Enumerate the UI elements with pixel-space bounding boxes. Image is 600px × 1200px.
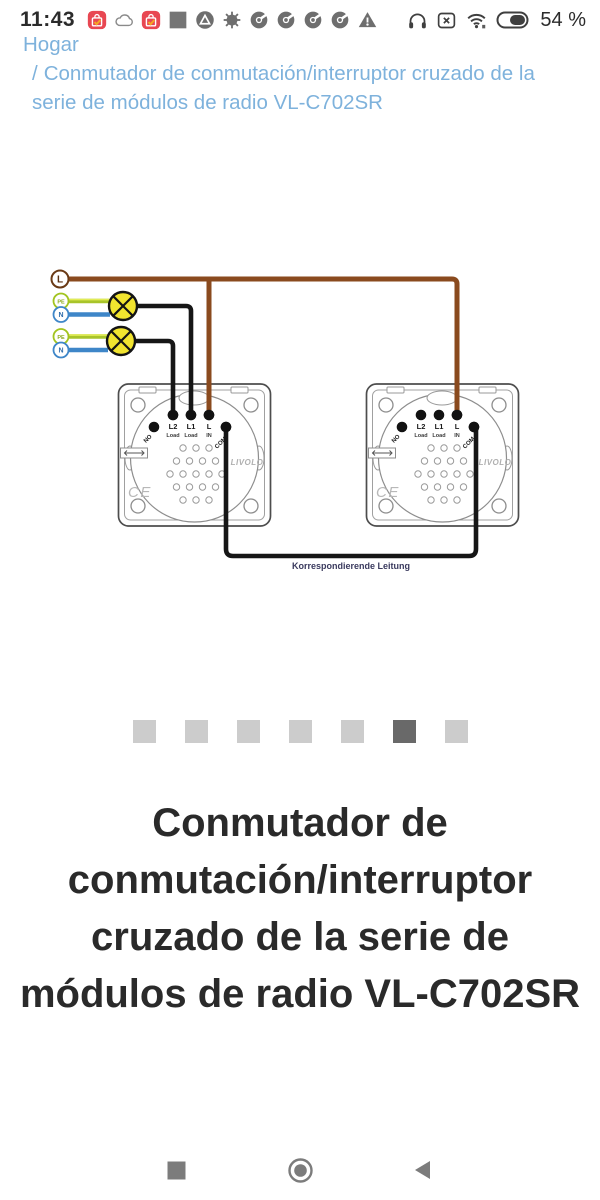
- warning-icon: [357, 10, 378, 30]
- recents-square-icon: [167, 1161, 186, 1180]
- breadcrumb: Hogar /Conmutador de conmutación/interru…: [0, 30, 600, 117]
- app-square-icon: [168, 10, 188, 30]
- gear-icon: [222, 10, 242, 30]
- system-icons: 54 %: [407, 9, 586, 32]
- lamp-symbol: [105, 325, 137, 357]
- headphones-icon: [407, 10, 428, 31]
- crossover-wire-label: Korrespondierende Leitung: [292, 561, 410, 571]
- home-circle-icon: [287, 1157, 314, 1184]
- line-label-badge: L: [50, 269, 70, 289]
- aliexpress-icon: [141, 10, 161, 30]
- carousel-dot-5[interactable]: [340, 720, 364, 743]
- line-wire: [69, 276, 460, 412]
- battery-percent: 54 %: [540, 8, 586, 31]
- back-button[interactable]: [404, 1140, 440, 1200]
- notification-icons: [87, 10, 378, 30]
- recents-button[interactable]: [158, 1140, 194, 1200]
- battery-icon: [496, 10, 530, 30]
- lamp-wires: [133, 303, 194, 412]
- carousel-dot-1[interactable]: [132, 720, 156, 743]
- carousel-dot-2[interactable]: [184, 720, 208, 743]
- wifi-icon: [465, 10, 488, 31]
- android-nav-bar: [0, 1140, 600, 1200]
- product-wiring-diagram[interactable]: CE LIVOLO L2 Load L1 Load L IN NO COM: [0, 240, 600, 610]
- terminal-dots: [167, 409, 480, 433]
- carousel-indicators: [0, 720, 600, 743]
- no-sim-icon: [436, 10, 457, 31]
- lamp-1: PE N: [52, 290, 139, 323]
- carousel-dot-4[interactable]: [288, 720, 312, 743]
- svg-text:PE: PE: [57, 299, 65, 305]
- carousel-dot-3[interactable]: [236, 720, 260, 743]
- svg-text:N: N: [58, 348, 63, 355]
- antena3-icon: [195, 10, 215, 30]
- clock: 11:43: [20, 8, 76, 31]
- chrome-icon: [276, 10, 296, 30]
- svg-text:PE: PE: [57, 335, 65, 341]
- chrome-icon: [303, 10, 323, 30]
- breadcrumb-home-link[interactable]: Hogar: [23, 33, 79, 56]
- switch-module-left: [117, 383, 272, 527]
- chrome-icon: [330, 10, 350, 30]
- breadcrumb-current-link[interactable]: Conmutador de conmutación/interruptor cr…: [32, 62, 535, 114]
- switch-module-right: [365, 383, 520, 527]
- back-triangle-icon: [413, 1160, 431, 1180]
- lamp-symbol: [107, 290, 139, 322]
- breadcrumb-separator: /: [32, 62, 38, 85]
- aliexpress-icon: [87, 10, 107, 30]
- chrome-icon: [249, 10, 269, 30]
- product-title: Conmutador de conmutación/interruptor cr…: [19, 801, 581, 1016]
- svg-text:N: N: [58, 312, 63, 319]
- svg-text:L: L: [57, 275, 63, 286]
- home-button[interactable]: [282, 1140, 318, 1200]
- lamp-2: PE N: [52, 325, 137, 359]
- carousel-dot-7[interactable]: [444, 720, 468, 743]
- status-bar: 11:43: [0, 0, 600, 34]
- cloud-icon: [114, 10, 134, 30]
- crossover-wire: [223, 428, 479, 559]
- carousel-dot-6-active[interactable]: [392, 720, 416, 743]
